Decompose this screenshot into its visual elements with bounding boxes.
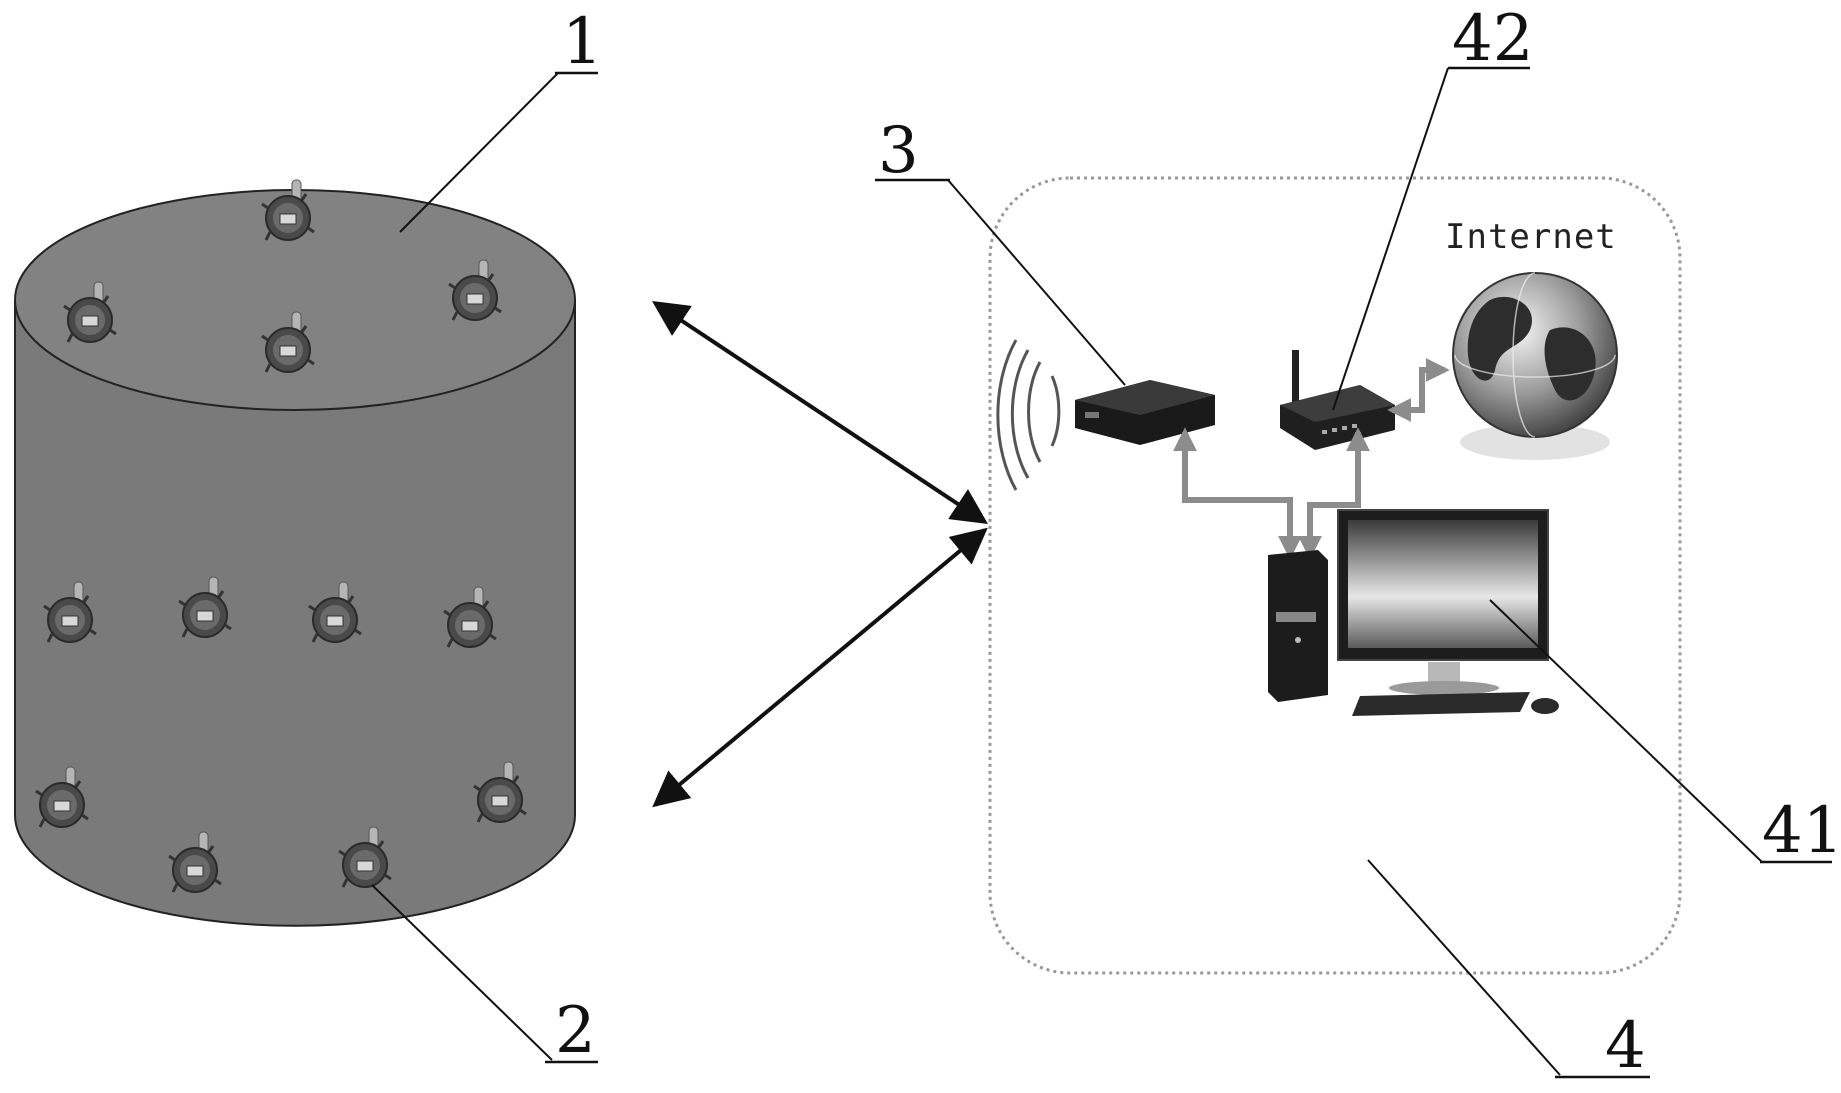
label-monitoring-center: 4 [1605, 1009, 1646, 1083]
callout-42: 42 [1332, 2, 1533, 411]
globe-icon [1452, 272, 1618, 460]
callout-4: 4 [1367, 859, 1650, 1083]
label-sensor: 2 [555, 994, 596, 1068]
wireless-link-arrows [652, 301, 988, 808]
wifi-signal-icon [996, 339, 1061, 491]
gateway-device-icon [1075, 380, 1215, 445]
internet-label: Internet [1445, 217, 1617, 257]
callout-2: 2 [371, 884, 598, 1068]
computer [1268, 509, 1559, 716]
monitor-icon [1337, 509, 1549, 695]
upper-link-arrow [652, 301, 988, 524]
keyboard-icon [1352, 692, 1530, 716]
label-gateway: 3 [878, 114, 919, 188]
pc-tower-icon [1268, 550, 1328, 702]
tank-body [14, 299, 576, 927]
network-connectors [1173, 358, 1450, 560]
callout-41: 41 [1489, 599, 1841, 868]
callout-3: 3 [875, 114, 1126, 386]
label-router: 42 [1452, 2, 1533, 76]
wireless-sensor-icon [260, 178, 316, 242]
mouse-icon [1531, 698, 1559, 714]
label-computer: 41 [1762, 794, 1841, 868]
label-tank: 1 [562, 5, 603, 79]
callout-1: 1 [399, 5, 603, 233]
router-icon [1280, 350, 1395, 450]
lower-link-arrow [652, 527, 988, 808]
monitoring-center-box [988, 176, 1682, 975]
